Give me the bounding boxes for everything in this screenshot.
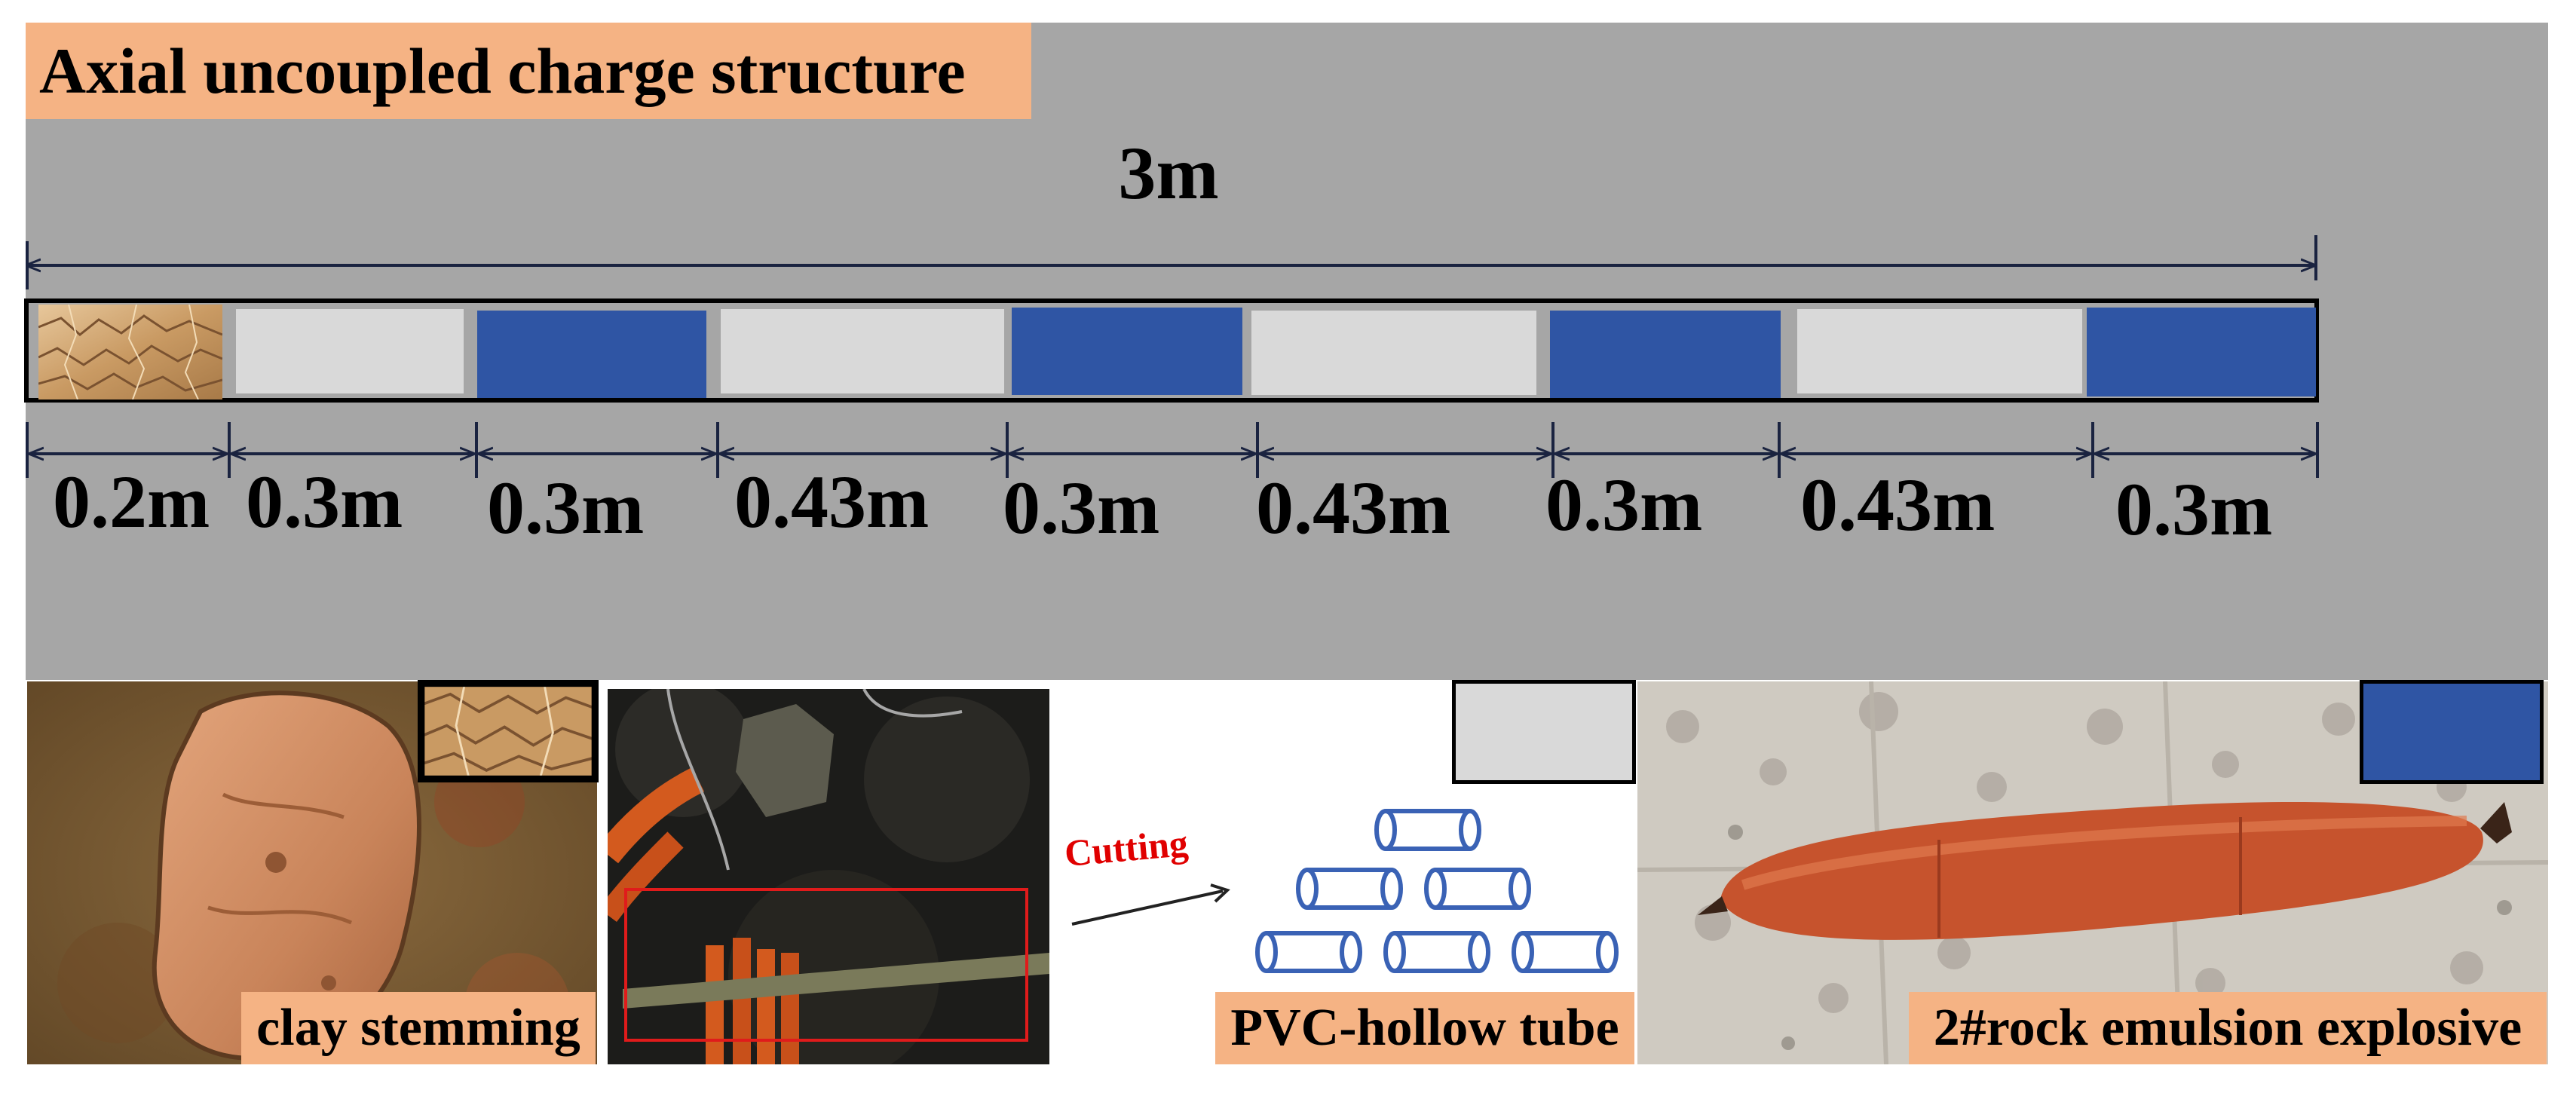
pvc-tube-borehole-photo bbox=[608, 689, 1049, 1064]
segment-length-label: 0.3m bbox=[246, 460, 403, 543]
legend-swatch-explosive bbox=[2360, 680, 2544, 784]
legend-swatch-pvc-tube bbox=[1452, 680, 1636, 784]
title-banner: Axial uncoupled charge structure bbox=[26, 23, 1031, 119]
segment-length-label: 0.43m bbox=[734, 460, 930, 543]
total-length-label: 3m bbox=[1118, 131, 1219, 215]
segment-length-label: 0.3m bbox=[1003, 466, 1160, 550]
segment-length-label: 0.43m bbox=[1800, 463, 1996, 546]
segment-pvc-tube-4 bbox=[1797, 309, 2082, 393]
caption-emulsion-explosive: 2#rock emulsion explosive bbox=[1909, 992, 2547, 1064]
caption-pvc-hollow-tube: PVC-hollow tube bbox=[1215, 992, 1634, 1064]
segment-explosive-1 bbox=[477, 311, 706, 398]
segment-length-label: 0.3m bbox=[487, 466, 645, 550]
cutting-arrow bbox=[1071, 883, 1230, 926]
segment-pvc-tube-2 bbox=[721, 309, 1004, 393]
segment-explosive-2 bbox=[1012, 308, 1242, 395]
caption-clay-stemming: clay stemming bbox=[241, 992, 596, 1064]
segment-clay-stemming bbox=[38, 305, 222, 400]
segment-explosive-3 bbox=[1550, 311, 1781, 398]
segment-length-label: 0.2m bbox=[53, 460, 210, 543]
pvc-tube-pieces-illustration bbox=[1255, 809, 1619, 973]
legend-swatch-clay bbox=[418, 680, 599, 782]
segment-length-label: 0.43m bbox=[1256, 466, 1451, 550]
segment-length-label: 0.3m bbox=[2115, 467, 2273, 551]
segment-length-label: 0.3m bbox=[1545, 463, 1703, 546]
segment-explosive-4 bbox=[2087, 308, 2316, 396]
segment-pvc-tube-3 bbox=[1251, 311, 1536, 395]
cutting-label: Cutting bbox=[1062, 821, 1190, 875]
segment-pvc-tube-1 bbox=[236, 309, 464, 393]
diagram-title: Axial uncoupled charge structure bbox=[39, 35, 966, 107]
